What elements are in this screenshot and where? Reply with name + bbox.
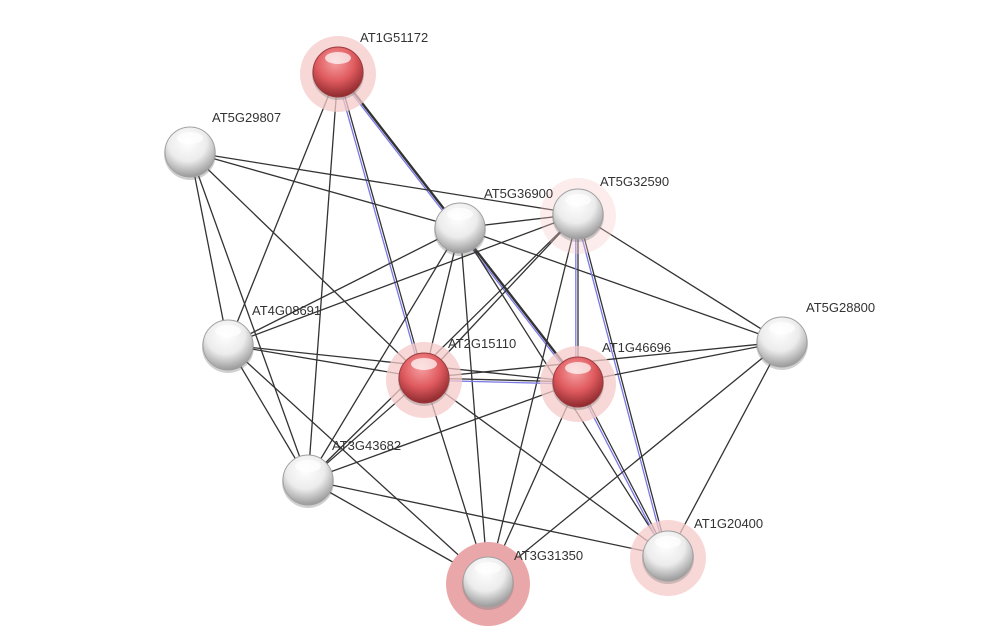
- node-AT1G20400[interactable]: AT1G20400: [642, 516, 763, 584]
- edge-AT4G08691-AT3G43682[interactable]: [227, 344, 309, 481]
- node-AT3G31350[interactable]: AT3G31350: [462, 548, 583, 610]
- edge-AT1G51172-AT2G15110[interactable]: [335, 71, 425, 379]
- node-AT5G29807[interactable]: AT5G29807: [164, 110, 281, 180]
- node-AT5G32590[interactable]: AT5G32590: [552, 174, 669, 242]
- edge-AT5G28800-AT3G31350[interactable]: [487, 341, 783, 583]
- edge-AT5G36900-AT3G43682[interactable]: [307, 227, 461, 481]
- node-label: AT3G43682: [332, 438, 401, 453]
- node-label: AT5G32590: [600, 174, 669, 189]
- edge-AT5G29807-AT5G36900[interactable]: [189, 151, 461, 229]
- node-label: AT1G46696: [602, 340, 671, 355]
- node-label: AT1G51172: [360, 30, 428, 45]
- node-label: AT3G31350: [514, 548, 583, 563]
- edge-AT4G08691-AT3G31350[interactable]: [227, 344, 489, 583]
- node-label: AT5G29807: [212, 110, 281, 125]
- node-AT1G51172[interactable]: AT1G51172: [312, 30, 428, 100]
- node-label: AT4G08691: [252, 303, 321, 318]
- node-AT3G43682[interactable]: AT3G43682: [282, 438, 401, 508]
- edge-AT1G51172-AT3G43682[interactable]: [307, 71, 339, 481]
- node-AT2G15110[interactable]: AT2G15110: [398, 336, 516, 406]
- edge-AT5G36900-AT3G31350[interactable]: [459, 227, 489, 583]
- edge-AT5G32590-AT1G20400[interactable]: [575, 213, 669, 557]
- edge-AT5G29807-AT4G08691[interactable]: [189, 151, 229, 346]
- node-AT5G28800[interactable]: AT5G28800: [756, 300, 875, 370]
- edge-AT5G29807-AT3G43682[interactable]: [189, 151, 309, 481]
- node-label: AT1G20400: [694, 516, 763, 531]
- node-label: AT5G28800: [806, 300, 875, 315]
- edge-AT5G28800-AT1G20400[interactable]: [667, 341, 783, 557]
- node-AT5G36900[interactable]: AT5G36900: [434, 186, 553, 256]
- edge-AT5G29807-AT5G32590[interactable]: [189, 151, 579, 215]
- edge-AT5G32590-AT5G28800[interactable]: [577, 213, 783, 343]
- edge-AT5G32590-AT4G08691[interactable]: [227, 213, 579, 346]
- node-AT1G46696[interactable]: AT1G46696: [552, 340, 671, 410]
- edge-AT5G36900-AT4G08691[interactable]: [227, 227, 461, 346]
- edge-AT3G43682-AT1G20400[interactable]: [307, 479, 669, 557]
- edges-layer: [189, 71, 783, 583]
- edge-AT1G46696-AT3G43682[interactable]: [307, 381, 579, 481]
- node-label: AT2G15110: [448, 336, 516, 351]
- edge-AT5G32590-AT2G15110[interactable]: [423, 213, 579, 379]
- edge-AT5G29807-AT2G15110[interactable]: [189, 151, 425, 379]
- node-label: AT5G36900: [484, 186, 553, 201]
- edge-AT2G15110-AT1G20400[interactable]: [423, 377, 669, 557]
- edge-AT5G36900-AT5G28800[interactable]: [459, 227, 783, 343]
- node-AT4G08691[interactable]: AT4G08691: [202, 303, 321, 373]
- edge-AT1G51172-AT4G08691[interactable]: [227, 71, 339, 346]
- edge-AT5G32590-AT3G43682[interactable]: [307, 213, 579, 481]
- halos-layer: [300, 36, 706, 626]
